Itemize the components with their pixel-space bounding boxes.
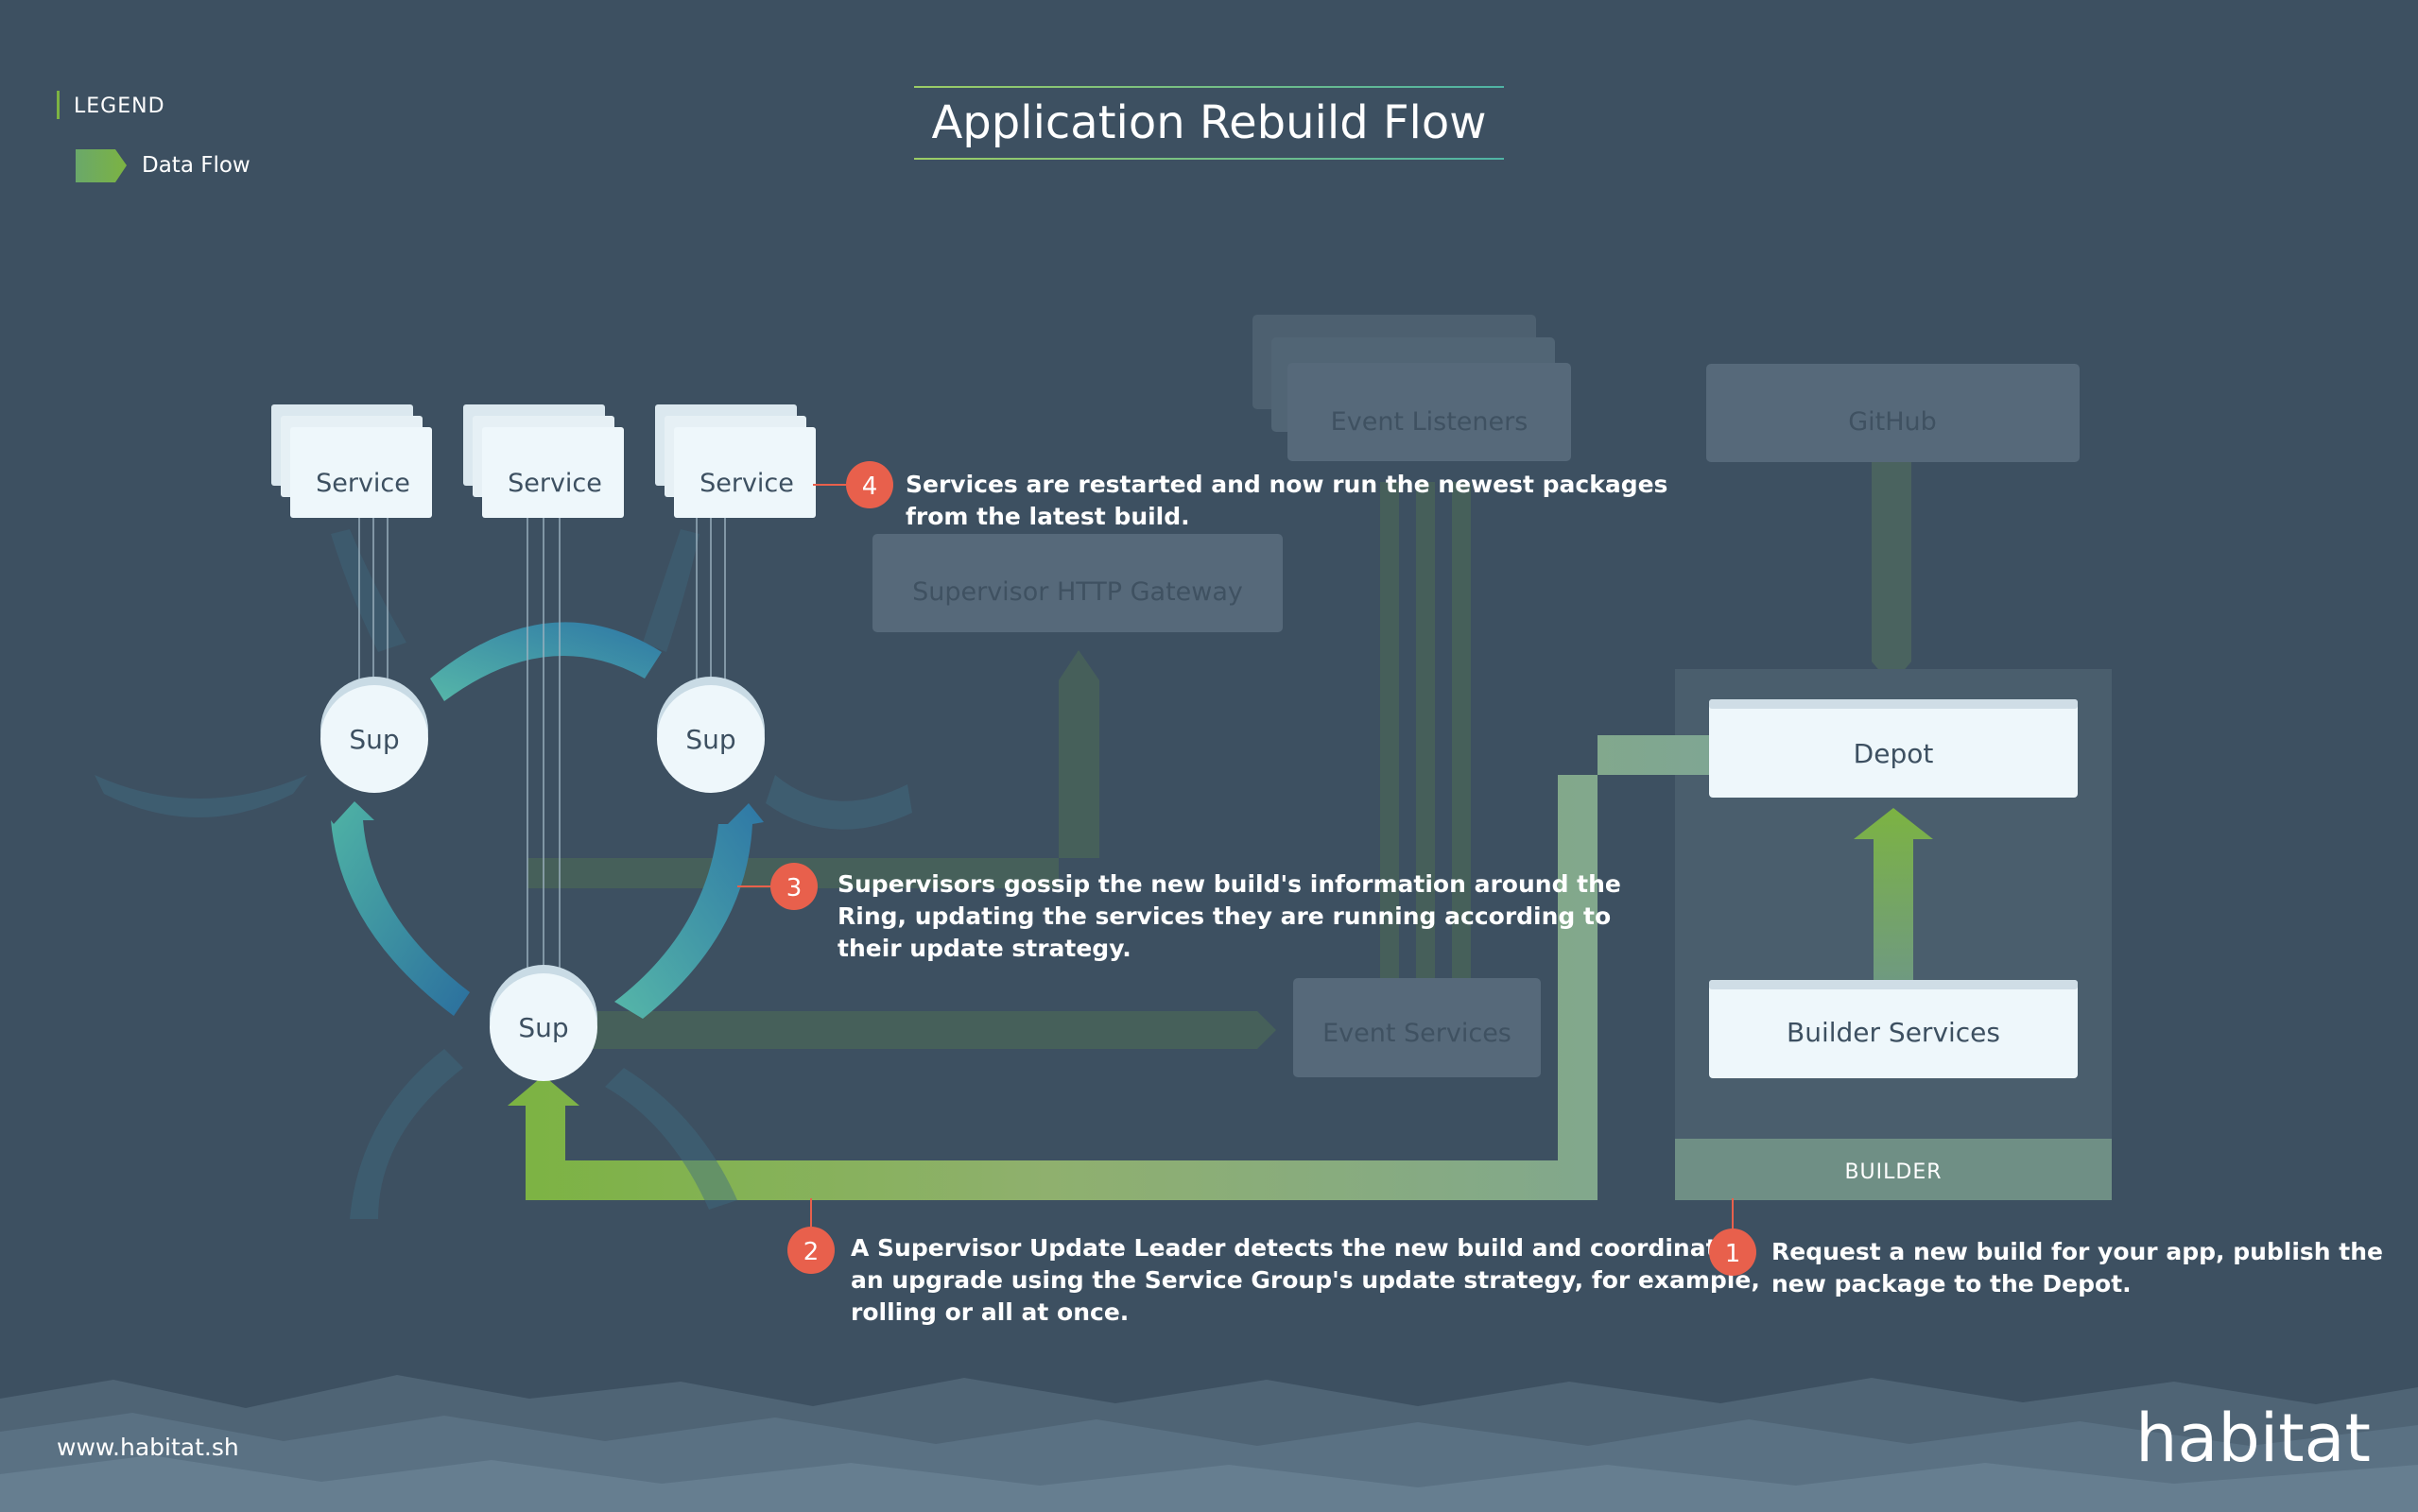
builder-services-box: Builder Services — [1709, 980, 2078, 1078]
step-1-line-1: Request a new build for your app, publis… — [1771, 1238, 2383, 1265]
service-label: Service — [508, 469, 602, 498]
step-2-badge — [787, 1227, 835, 1274]
depot-label: Depot — [1854, 738, 1934, 769]
event-services-box: Event Services — [1293, 978, 1541, 1077]
service-connectors — [358, 518, 726, 973]
builder-label-bar — [1675, 1139, 2112, 1200]
step-4-badge — [846, 461, 893, 508]
step-3-badge — [770, 863, 818, 910]
title-bottom-rule — [914, 158, 1504, 160]
sup-node-right: Sup — [657, 677, 765, 793]
gateway-box: Supervisor HTTP Gateway — [872, 534, 1283, 632]
service-stack-2: Service — [463, 404, 624, 518]
step-3-number: 3 — [786, 874, 803, 902]
faded-flows — [527, 458, 1911, 1049]
event-services-label: Event Services — [1322, 1019, 1511, 1048]
step-4-line-1: Services are restarted and now run the n… — [906, 471, 1667, 498]
step-4-line-2: from the latest build. — [906, 503, 1190, 530]
builder-label: BUILDER — [1844, 1160, 1942, 1184]
builder-services-label: Builder Services — [1787, 1017, 2000, 1048]
service-label: Service — [699, 469, 794, 498]
step-1-line-2: new package to the Depot. — [1771, 1270, 2132, 1297]
habitat-logo: habitat — [2135, 1400, 2371, 1477]
builder-to-depot-arrow — [1854, 808, 1933, 980]
step-2-number: 2 — [803, 1238, 820, 1266]
service-stack-1: Service — [271, 404, 432, 518]
step-2-line-2: an upgrade using the Service Group's upd… — [851, 1266, 1760, 1294]
legend-accent-bar — [57, 91, 60, 119]
step-4-number: 4 — [862, 472, 878, 501]
step-3-line-2: Ring, updating the services they are run… — [838, 902, 1611, 930]
title-top-rule — [914, 86, 1504, 88]
github-box: GitHub — [1706, 364, 2080, 462]
service-stack-3: Service — [655, 404, 816, 518]
step-1-badge — [1709, 1228, 1756, 1276]
footer-mountains — [0, 1375, 2418, 1512]
step-3-line-3: their update strategy. — [838, 935, 1131, 962]
step-2-line-1: A Supervisor Update Leader detects the n… — [851, 1234, 1747, 1262]
github-label: GitHub — [1848, 407, 1937, 437]
page-title: Application Rebuild Flow — [931, 96, 1486, 149]
data-flow-arrow — [508, 735, 1709, 1200]
legend-item-data-flow: Data Flow — [142, 153, 250, 178]
depot-box: Depot — [1709, 699, 2078, 798]
supervisor-ring — [95, 529, 912, 1219]
legend-heading: LEGEND — [74, 94, 165, 118]
sup-label: Sup — [349, 724, 399, 755]
gateway-label: Supervisor HTTP Gateway — [912, 577, 1243, 607]
step-3-line-1: Supervisors gossip the new build's infor… — [838, 870, 1621, 898]
sup-node-left: Sup — [320, 677, 428, 793]
event-listeners-label: Event Listeners — [1331, 407, 1529, 437]
step-2-line-3: rolling or all at once. — [851, 1298, 1129, 1326]
sup-node-leader: Sup — [490, 965, 597, 1081]
event-listeners-stack: Event Listeners — [1252, 315, 1571, 461]
sup-label: Sup — [685, 724, 735, 755]
step-1-number: 1 — [1725, 1240, 1741, 1268]
arrow-right-icon — [76, 149, 127, 182]
service-label: Service — [316, 469, 410, 498]
footer-url[interactable]: www.habitat.sh — [57, 1434, 239, 1461]
sup-label: Sup — [518, 1012, 568, 1043]
